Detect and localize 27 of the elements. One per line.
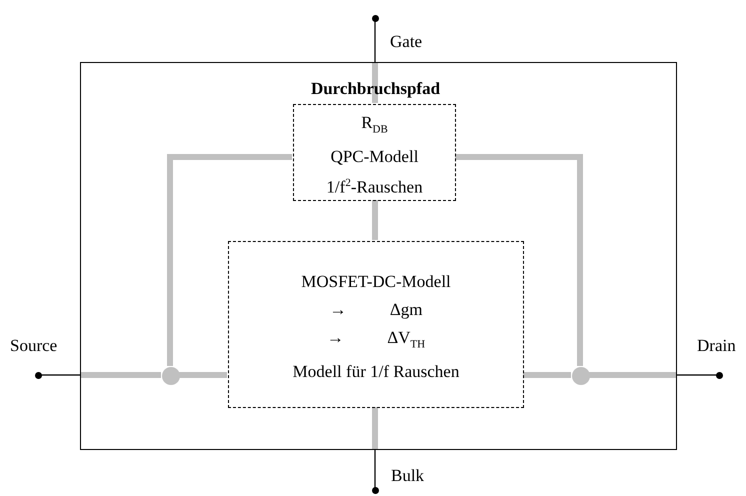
terminal-label: Bulk <box>391 466 424 486</box>
wire-path <box>589 372 677 378</box>
wire-path <box>523 372 571 378</box>
wire-path <box>372 200 378 240</box>
terminal-label: Gate <box>390 32 422 52</box>
junction-dot <box>572 367 590 385</box>
model-text: → Δgm <box>330 299 422 321</box>
model-text: → ΔV$_{TH}$ <box>326 327 426 352</box>
model-text: 1/f$^{2}$-Rauschen <box>326 176 423 200</box>
wire-path <box>372 62 378 103</box>
device-box <box>80 62 677 450</box>
terminal-label: Drain <box>697 336 736 356</box>
box-heading: Durchbruchspfad <box>310 79 440 98</box>
model-box <box>228 241 524 408</box>
terminal-label: Source <box>10 336 58 356</box>
wire-path <box>80 372 161 378</box>
wire-path <box>455 154 583 366</box>
terminal-wire <box>677 374 719 376</box>
model-text: QPC-Modell <box>330 146 418 168</box>
wire-path <box>179 372 227 378</box>
junction-dot <box>162 367 180 385</box>
terminal-wire <box>374 450 376 490</box>
model-text: Modell für 1/f Rauschen <box>292 361 460 384</box>
wire-path <box>372 407 378 450</box>
model-text: MOSFET-DC-Modell <box>301 271 451 293</box>
wire-path <box>167 154 292 366</box>
model-text: R$_{DB}$ <box>361 112 388 138</box>
